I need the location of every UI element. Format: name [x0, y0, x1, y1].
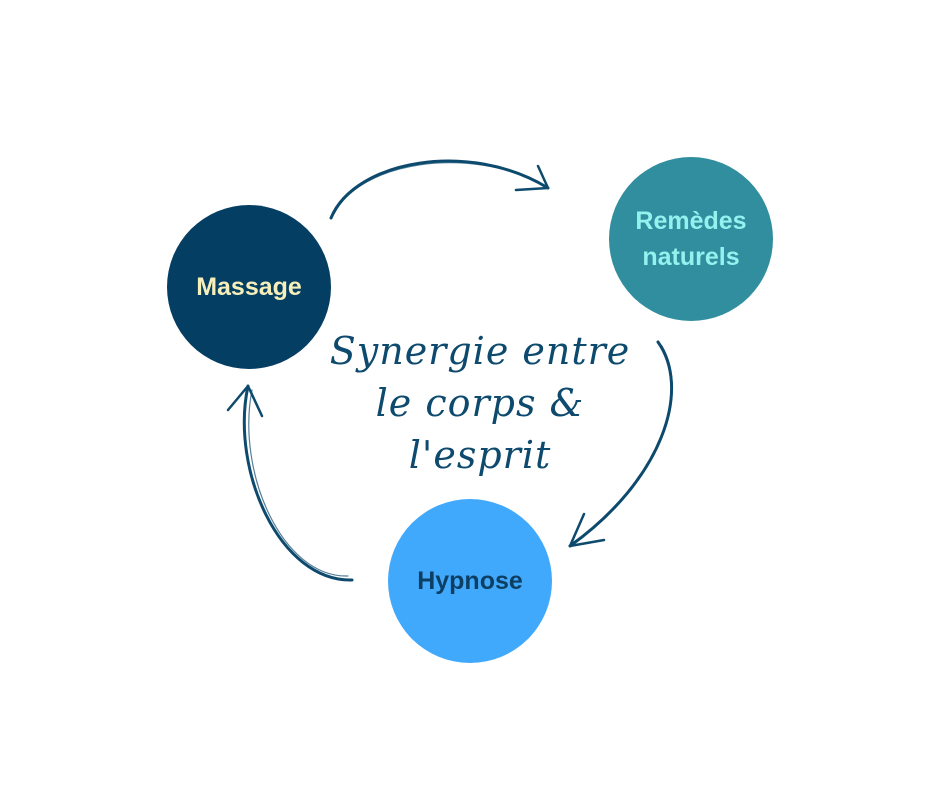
node-hypnose: Hypnose [388, 499, 552, 663]
center-caption: Synergie entre le corps & l'esprit [329, 329, 631, 477]
node-massage-label: Massage [196, 273, 302, 301]
node-massage: Massage [167, 205, 331, 369]
arrow-massage-to-remedes [329, 159, 550, 220]
arrow-hypnose-to-massage [226, 384, 354, 582]
node-hypnose-label: Hypnose [417, 567, 523, 595]
arrow-remedes-to-hypnose [568, 340, 673, 548]
node-remedes-naturels-label: Remèdes naturels [635, 207, 747, 271]
node-remedes-naturels: Remèdes naturels [609, 157, 773, 321]
